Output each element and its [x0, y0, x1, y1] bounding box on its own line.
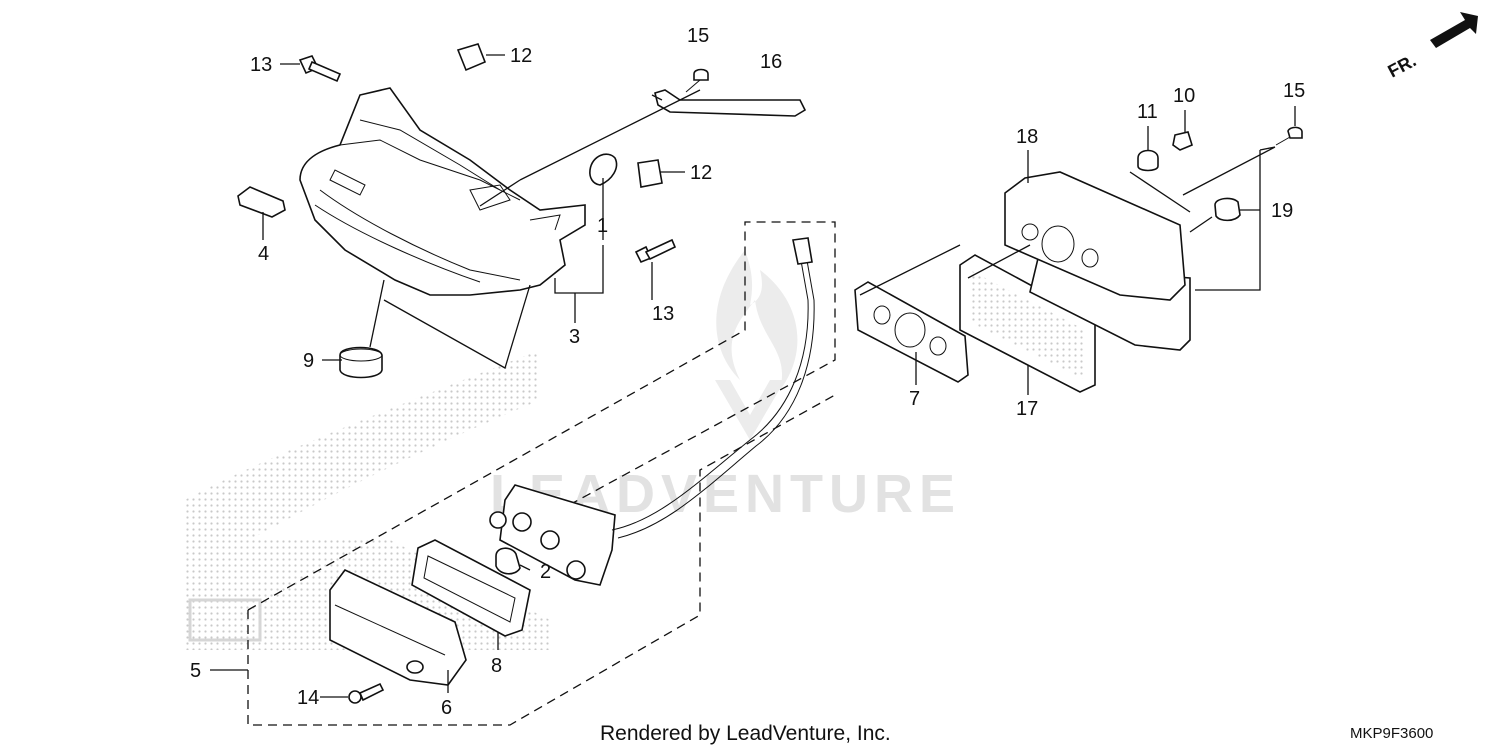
callout-13a: 13	[250, 54, 272, 76]
direction-label: FR.	[1384, 50, 1419, 81]
taillight-assembly	[299, 87, 586, 296]
part-14-screw	[348, 682, 385, 704]
part-13-bolt-top	[298, 55, 342, 83]
rendered-by-credit: Rendered by LeadVenture, Inc.	[600, 722, 891, 745]
callout-17: 17	[1016, 398, 1038, 420]
leader-lines	[210, 54, 1296, 698]
callout-19: 19	[1271, 200, 1293, 222]
part-2-bulb	[495, 547, 521, 575]
callout-4: 4	[258, 243, 269, 265]
leadventure-flame-logo-icon	[715, 250, 798, 440]
callout-9: 9	[303, 350, 314, 372]
callout-15b: 15	[1283, 80, 1305, 102]
part-4-cushion	[237, 186, 286, 218]
callout-14: 14	[297, 687, 319, 709]
part-18-housing	[1004, 171, 1191, 351]
license-light-socket-harness	[489, 237, 815, 586]
callout-18: 18	[1016, 126, 1038, 148]
part-1-grommet	[589, 153, 618, 186]
callout-6: 6	[441, 697, 452, 719]
callout-12a: 12	[510, 45, 532, 67]
watermark: LEADVENTURE	[490, 250, 955, 524]
callout-7: 7	[909, 388, 920, 410]
callout-1: 1	[597, 215, 608, 237]
part-19-grommet	[1214, 197, 1241, 222]
part-13-bolt-mid	[634, 238, 677, 264]
part-9-grommet	[339, 346, 383, 379]
part-7-gasket	[854, 281, 969, 383]
part-6-license-lens	[329, 568, 467, 686]
callout-2: 2	[540, 561, 551, 583]
callout-3: 3	[569, 326, 580, 348]
part-16-stay	[654, 89, 807, 117]
part-12-clip-nut-top	[456, 43, 487, 72]
callout-10: 10	[1173, 85, 1195, 107]
part-17-reflector	[959, 254, 1096, 393]
callout-16: 16	[760, 51, 782, 73]
part-15-screw-right	[1287, 126, 1303, 139]
front-direction-arrow-icon: FR.	[1384, 12, 1478, 82]
callout-13b: 13	[652, 303, 674, 325]
callout-11: 11	[1137, 101, 1158, 123]
callout-12b: 12	[690, 162, 712, 184]
part-11-collar	[1137, 149, 1159, 172]
callout-8: 8	[491, 655, 502, 677]
part-12-clip-nut-mid	[637, 159, 663, 188]
dashed-assembly-box-license-light	[247, 221, 836, 726]
callout-labels: 13 12 15 16 12 1 4 3 13 9 2 8 5 14 6 7 1…	[190, 25, 1305, 719]
callout-5: 5	[190, 660, 201, 682]
callout-15a: 15	[687, 25, 709, 47]
part-10-nut	[1172, 131, 1193, 151]
part-8-gasket	[411, 539, 531, 637]
part-15-screw-top	[693, 68, 709, 81]
diagram-code: MKP9F3600	[1350, 725, 1433, 742]
